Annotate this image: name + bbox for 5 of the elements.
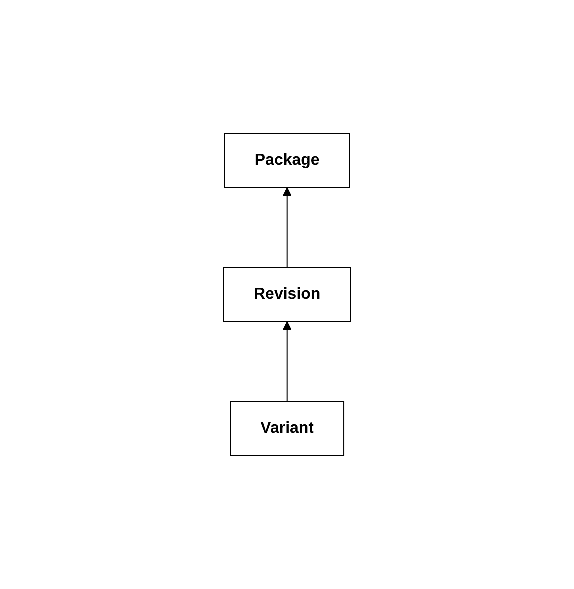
node-box: Package [224,133,350,188]
node-box: Variant [230,401,344,456]
arrow [282,187,292,268]
arrow [282,321,292,402]
node-box: Revision [223,267,351,322]
